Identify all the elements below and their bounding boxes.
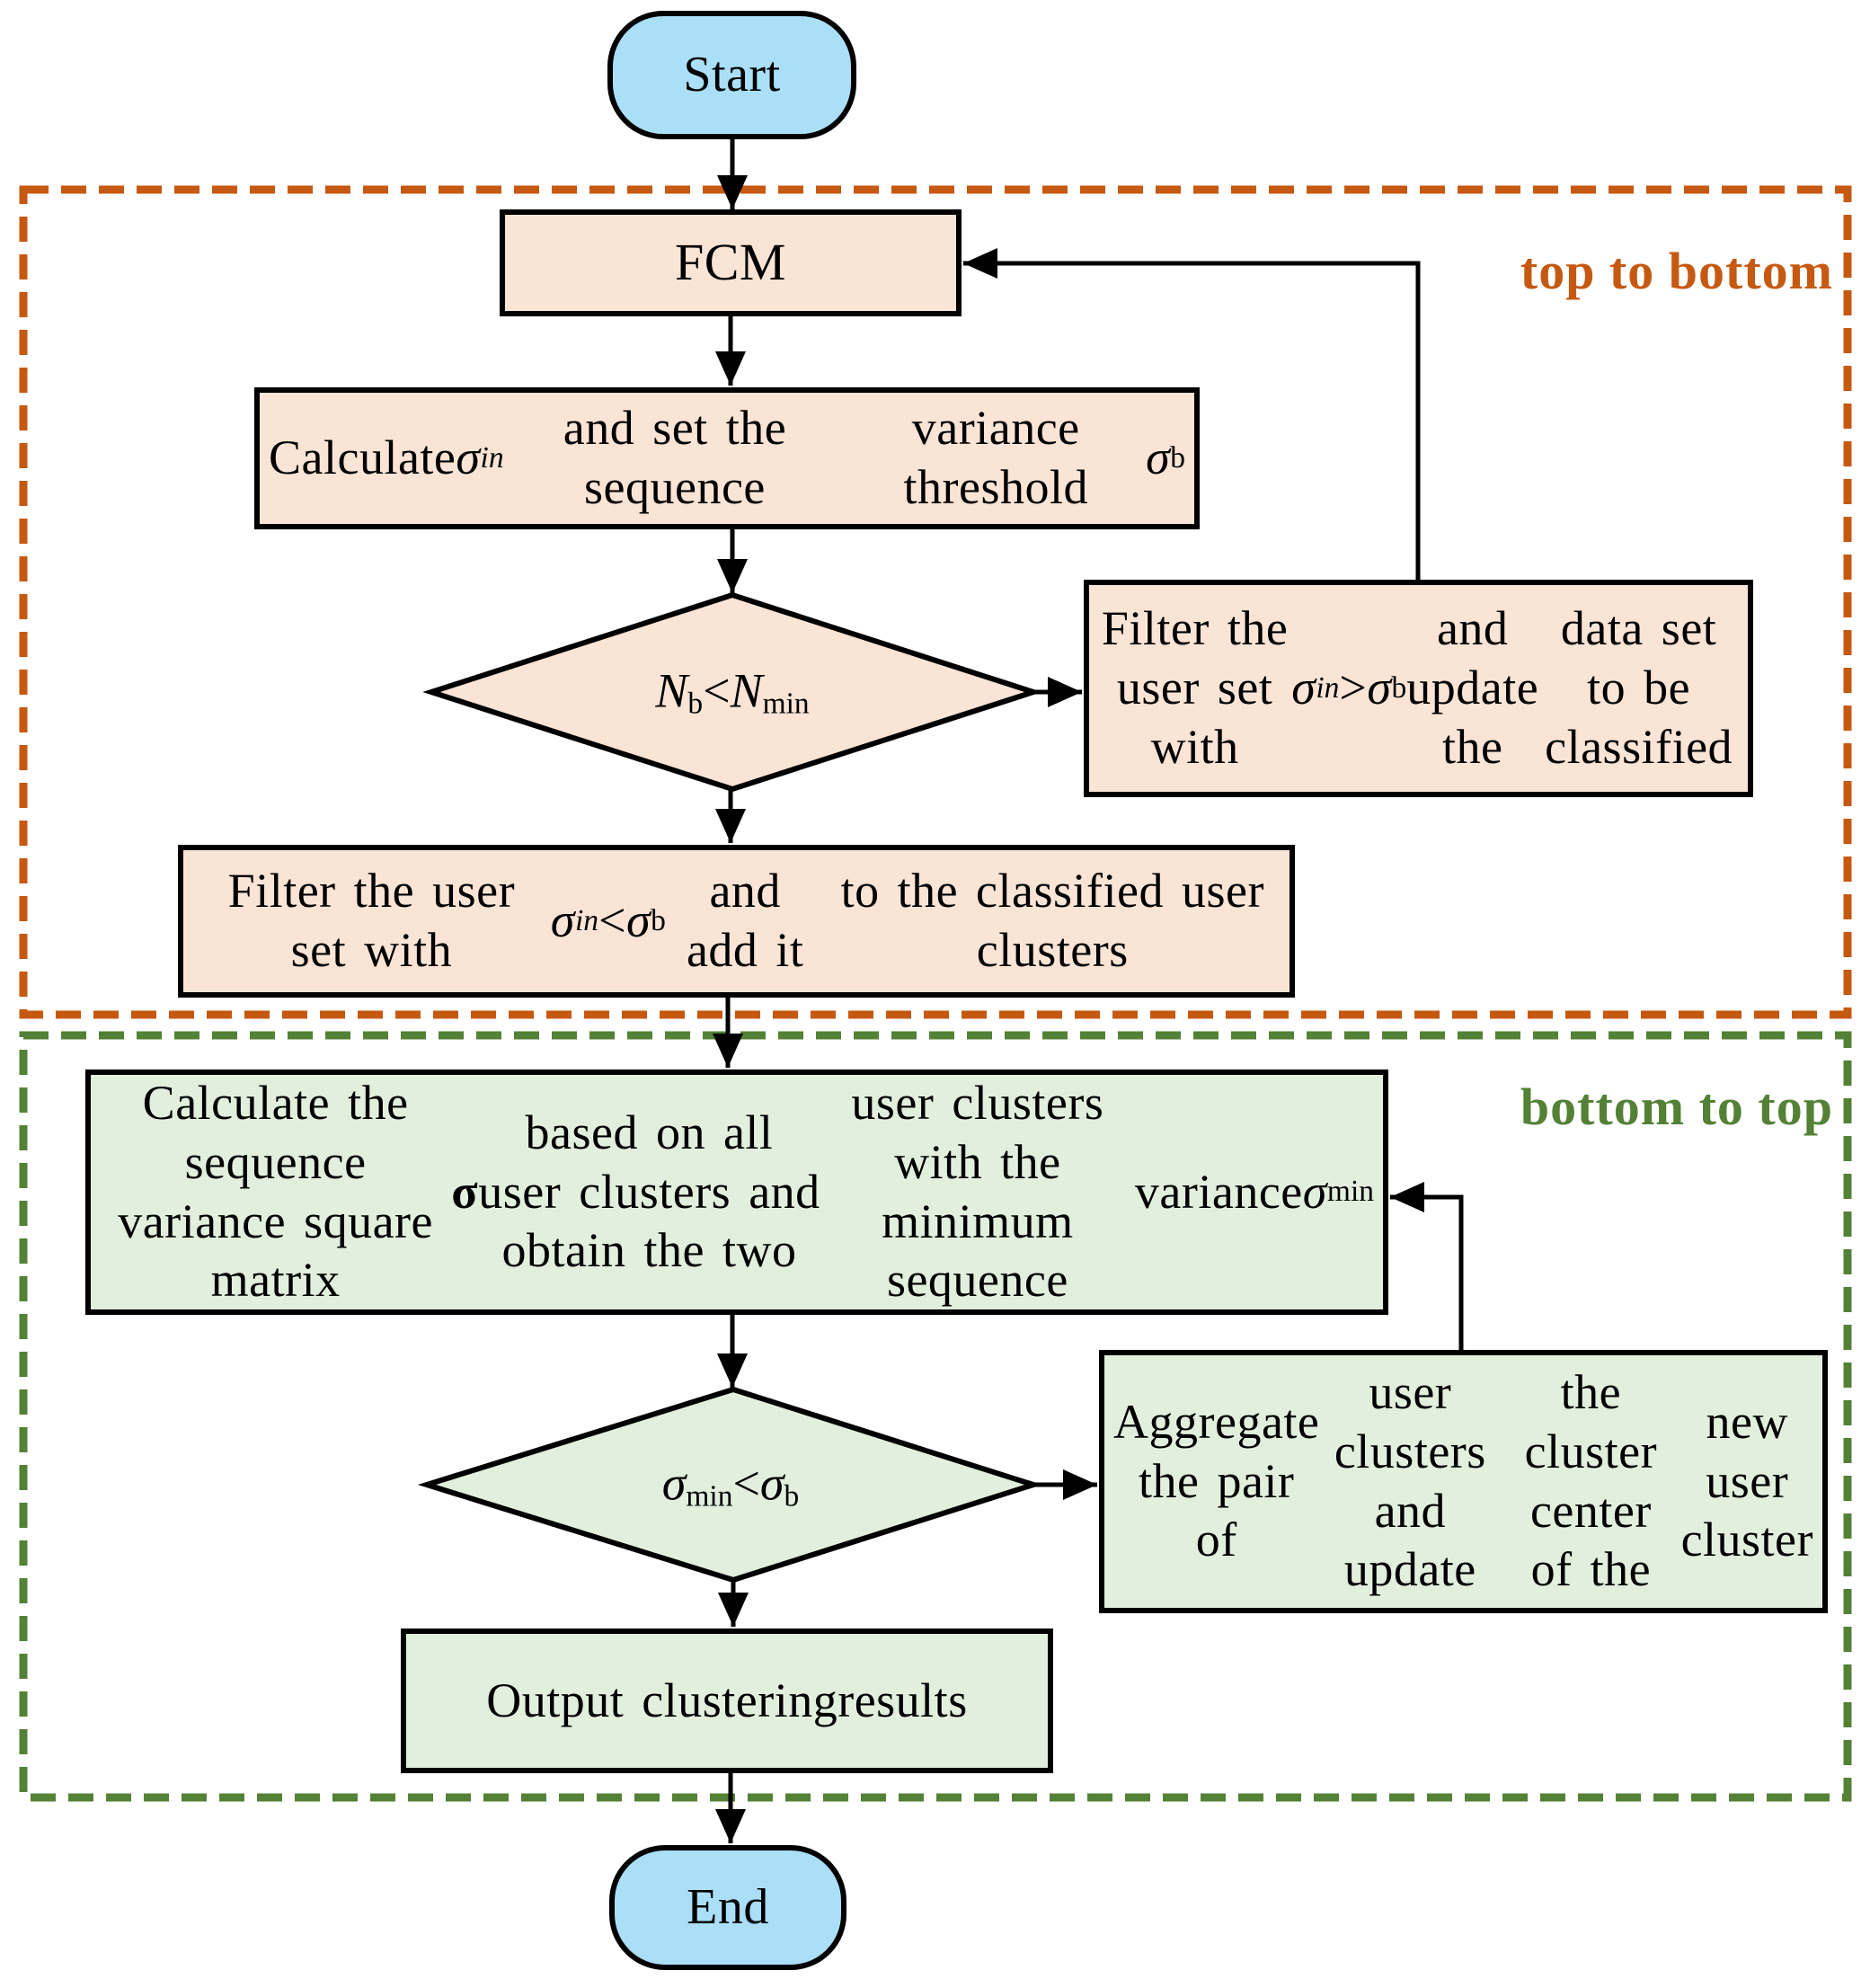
feedback-aggregate-to-calc-matrix bbox=[1390, 1182, 1464, 1350]
label-top-to-bottom: top to bottom bbox=[1520, 242, 1833, 300]
calc-matrix-node: Calculate the sequence variance square m… bbox=[85, 1069, 1388, 1315]
region-top-to-bottom-frame bbox=[19, 185, 1852, 1019]
feedback-filter-above-to-fcm bbox=[963, 248, 1421, 580]
end-node: End bbox=[609, 1845, 846, 1970]
region-bottom-to-top-frame bbox=[19, 1031, 1852, 1802]
fcm-node: FCM bbox=[500, 209, 962, 316]
label-bottom-to-top: bottom to top bbox=[1520, 1078, 1833, 1136]
decision-sigma-label: σmin<σb bbox=[661, 1456, 800, 1513]
decision-nb-label: Nb<Nmin bbox=[655, 663, 810, 721]
start-node: Start bbox=[607, 11, 856, 139]
